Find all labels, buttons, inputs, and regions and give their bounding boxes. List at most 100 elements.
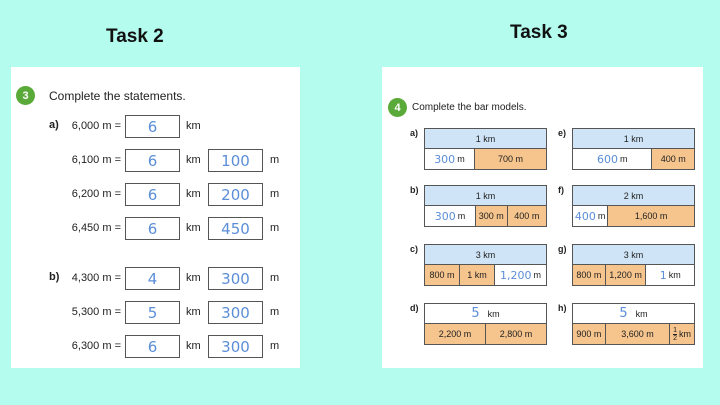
segment-label: 300 m (478, 211, 504, 221)
bar-segment: 1,200 m (605, 265, 647, 285)
unit-m: m (270, 222, 280, 234)
handwritten-m-value: 100 (221, 152, 250, 170)
bar-whole-label: 1 km (475, 133, 496, 144)
unit-km: km (186, 222, 201, 234)
handwritten-m-value: 300 (221, 338, 250, 356)
bar-segment: 1 km (460, 265, 495, 285)
bar-model-parts: 2,200 m 2,800 m (424, 324, 547, 345)
bar-model-whole: 1 km (572, 128, 695, 149)
km-answer-box[interactable]: 6 (125, 335, 180, 358)
bar-letter: c) (410, 244, 419, 254)
bar-segment: 700 m (474, 149, 546, 169)
bar-letter: e) (558, 128, 567, 138)
segment-label: 1 km (467, 270, 487, 280)
bar-letter: f) (558, 185, 564, 195)
handwritten-km-value: 6 (147, 338, 158, 356)
segment-label: 1,600 m (634, 211, 668, 221)
handwritten-segment-value: 1,200 (500, 268, 532, 282)
unit-m: m (270, 188, 280, 200)
handwritten-m-value: 300 (221, 304, 250, 322)
handwritten-m-value: 200 (221, 186, 250, 204)
km-answer-box[interactable]: 6 (125, 115, 180, 138)
bar-segment: 900 m (573, 324, 606, 344)
handwritten-m-value: 450 (221, 220, 250, 238)
bar-model-whole: 3 km (572, 244, 695, 265)
unit-km: km (186, 306, 201, 318)
statement-label: 6,300 m = (71, 340, 121, 352)
bar-segment: 300 m (475, 206, 508, 226)
km-answer-box[interactable]: 6 (125, 149, 180, 172)
bar-whole-label: 1 km (475, 190, 496, 201)
bar-whole-label: 1 km (623, 133, 644, 144)
bar-segment: 400 m (507, 206, 546, 226)
m-answer-box[interactable]: 450 (208, 217, 263, 240)
segment-label: 800 m (429, 270, 455, 280)
segment-label: m (619, 154, 628, 164)
statement-label: 6,100 m = (71, 154, 121, 166)
bar-segment: 400 m (652, 149, 694, 169)
statement-label: 6,200 m = (71, 188, 121, 200)
unit-m: m (270, 272, 280, 284)
bar-model-whole: 1 km (424, 185, 547, 206)
bar-model-whole: 3 km (424, 244, 547, 265)
handwritten-whole-value: 5 (471, 306, 480, 321)
km-answer-box[interactable]: 5 (125, 301, 180, 324)
fraction-numerator: 1 (673, 326, 678, 335)
statement-label: 5,300 m = (71, 306, 121, 318)
question-heading: Complete the bar models. (412, 102, 527, 113)
m-answer-box[interactable]: 300 (208, 267, 263, 290)
bar-whole-label: 3 km (475, 249, 496, 260)
question-number-badge: 4 (388, 98, 407, 117)
unit-km: km (186, 340, 201, 352)
unit-km: km (186, 272, 201, 284)
m-answer-box[interactable]: 300 (208, 335, 263, 358)
km-answer-box[interactable]: 4 (125, 267, 180, 290)
m-answer-box[interactable]: 100 (208, 149, 263, 172)
segment-label: km (679, 329, 692, 339)
question-heading: Complete the statements. (49, 89, 186, 103)
segment-label: 1,200 m (609, 270, 642, 280)
unit-km: km (186, 154, 201, 166)
unit-m: m (270, 154, 280, 166)
km-answer-box[interactable]: 6 (125, 217, 180, 240)
segment-label: 400 m (514, 211, 540, 221)
part-letter: a) (49, 119, 59, 131)
handwritten-km-value: 6 (147, 220, 158, 238)
bar-letter: d) (410, 303, 419, 313)
handwritten-km-value: 6 (147, 118, 158, 136)
handwritten-segment-value: 1 (659, 268, 667, 282)
bar-model-whole: 2 km (572, 185, 695, 206)
segment-label: 2,800 m (499, 329, 533, 339)
unit-m: m (270, 306, 280, 318)
segment-label: km (668, 270, 681, 280)
m-answer-box[interactable]: 200 (208, 183, 263, 206)
statement-label: 6,450 m = (71, 222, 121, 234)
m-answer-box[interactable]: 300 (208, 301, 263, 324)
question-number-badge: 3 (16, 86, 35, 105)
handwritten-km-value: 6 (147, 152, 158, 170)
bar-segment: 3,600 m (605, 324, 671, 344)
handwritten-km-value: 5 (147, 304, 158, 322)
km-answer-box[interactable]: 6 (125, 183, 180, 206)
bar-segment: 2,200 m (425, 324, 486, 344)
segment-label: 800 m (576, 270, 602, 280)
handwritten-segment-value: 600 (596, 152, 618, 166)
unit-km: km (186, 120, 201, 132)
bar-model-whole: 1 km (424, 128, 547, 149)
handwritten-segment-value: 300 (434, 209, 456, 223)
